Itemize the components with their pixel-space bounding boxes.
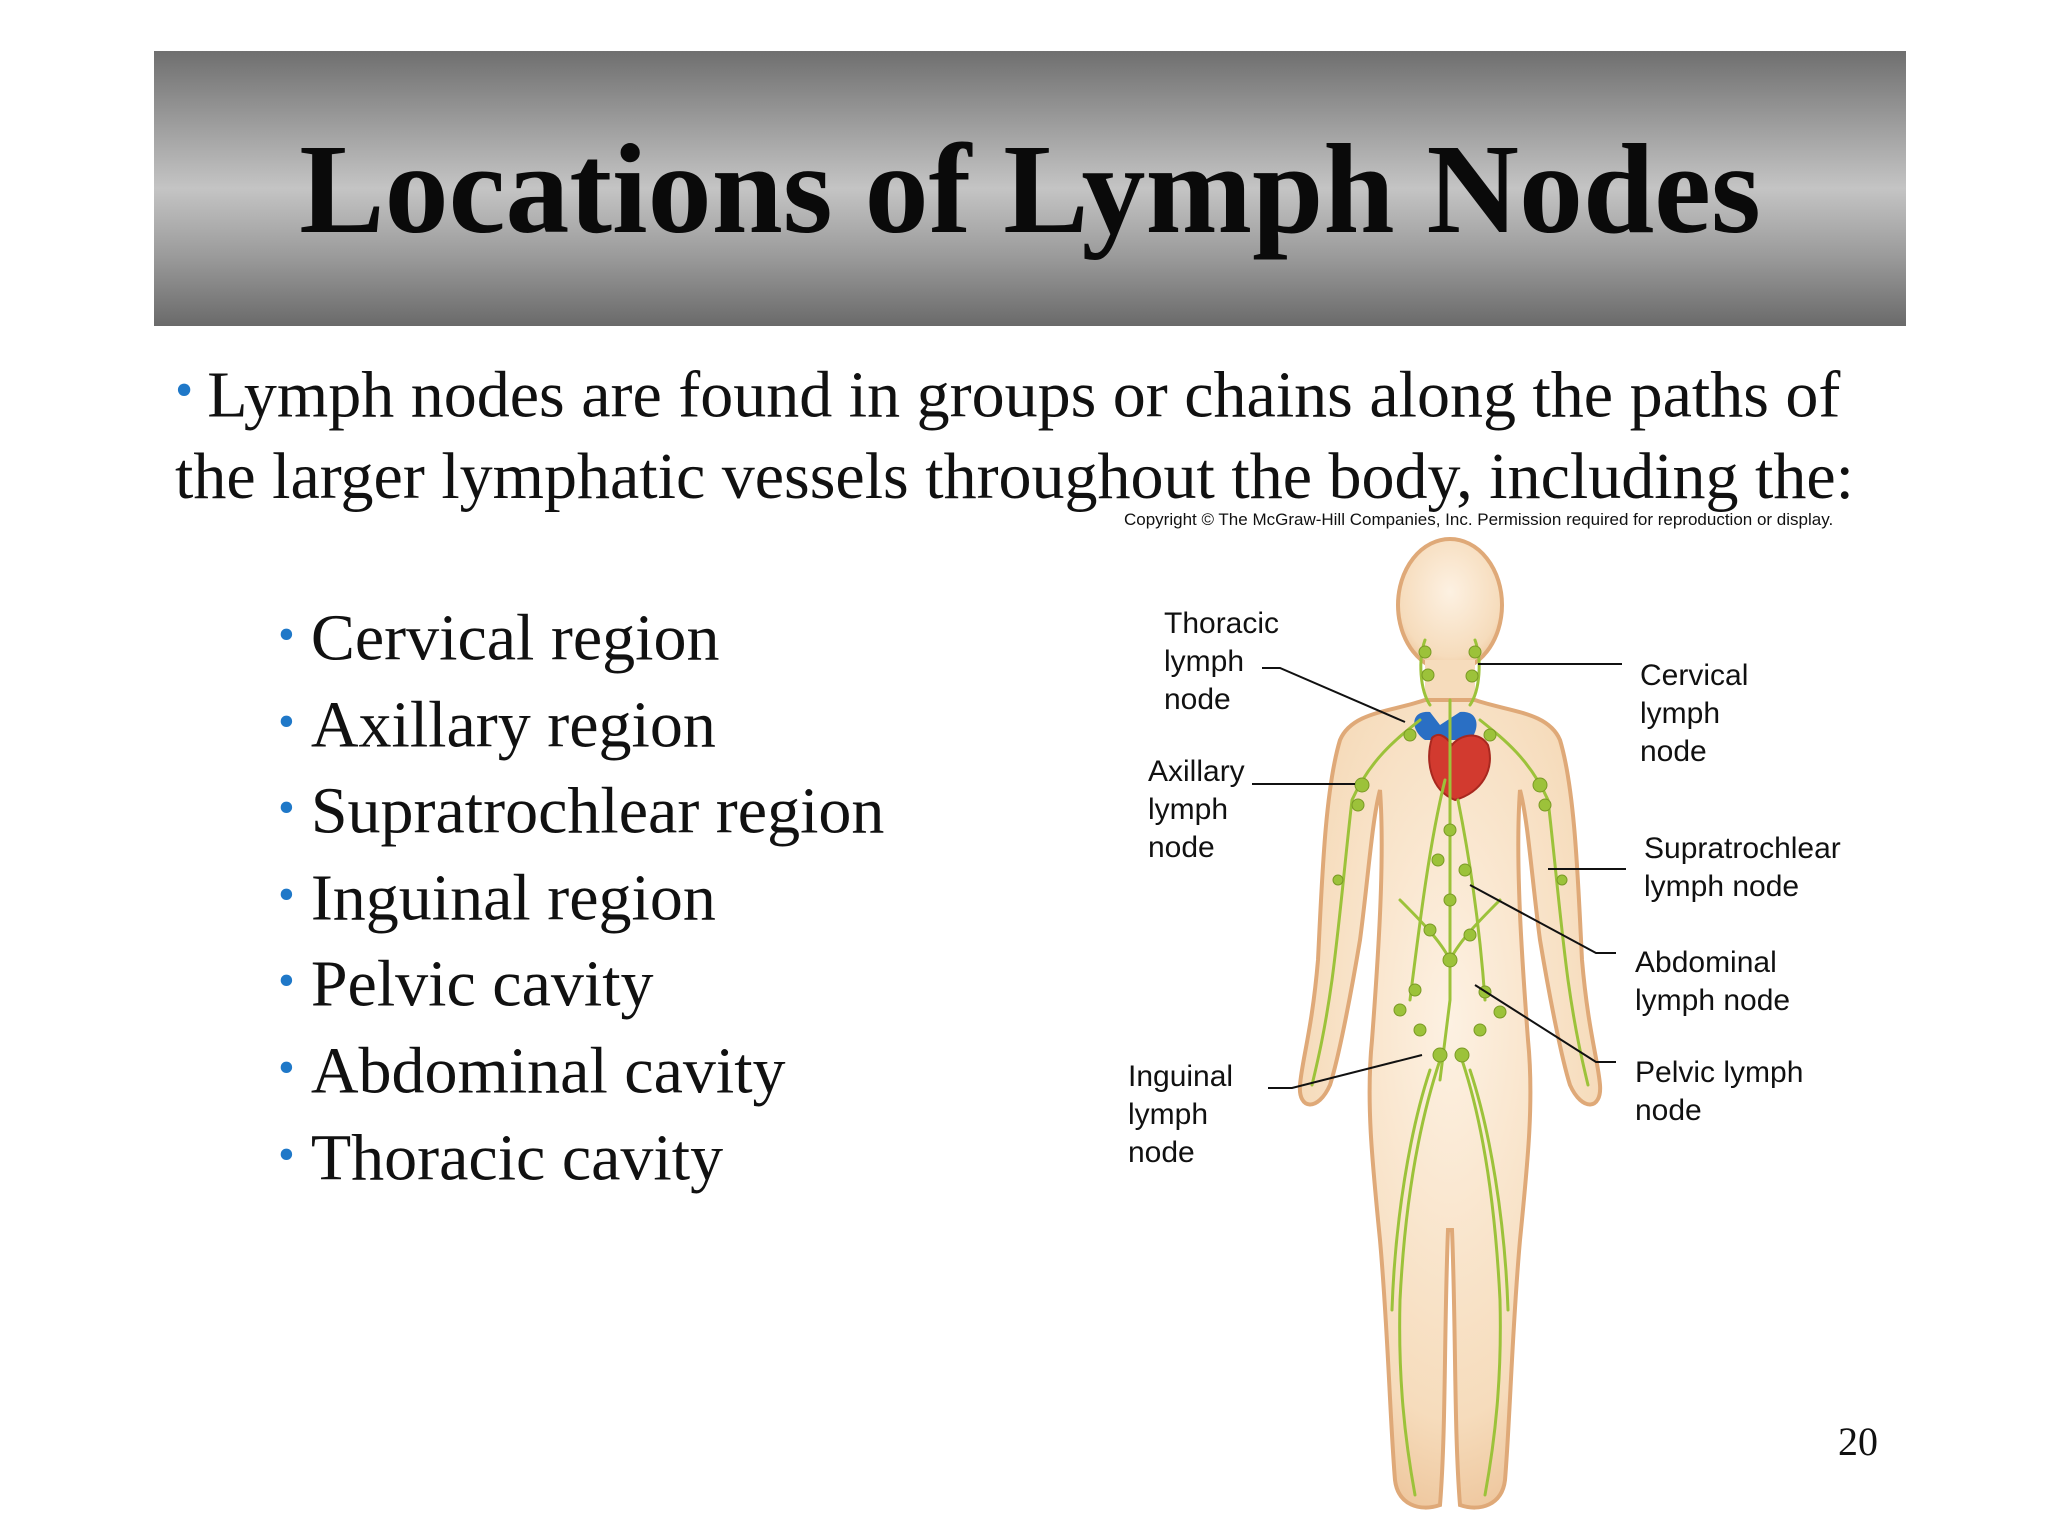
- intro-text: Lymph nodes are found in groups or chain…: [175, 358, 1855, 514]
- bullet-icon: •: [278, 1040, 295, 1094]
- label-supratrochlear-lymph-node: Supratrochlear lymph node: [1644, 832, 1841, 903]
- bullet-icon: •: [278, 694, 295, 748]
- list-item: •Thoracic cavity: [278, 1121, 724, 1195]
- label-abdominal-lymph-node: Abdominal lymph node: [1635, 946, 1791, 1017]
- bullet-icon: •: [278, 867, 295, 921]
- label-cervical-lymph-node: Cervical lymph node: [1640, 659, 1749, 768]
- bullet-icon: •: [278, 608, 295, 661]
- region-list: •Cervical region •Axillary region •Supra…: [278, 593, 884, 1199]
- label-pelvic-lymph-node: Pelvic lymph node: [1635, 1056, 1804, 1127]
- bullet-icon: •: [278, 954, 295, 1008]
- list-item: •Supratrochlear region: [278, 774, 885, 848]
- bullet-icon: •: [175, 362, 194, 419]
- list-item: •Abdominal cavity: [278, 1034, 786, 1108]
- lymph-nodes: [1332, 645, 1568, 1063]
- copyright-notice: Copyright © The McGraw-Hill Companies, I…: [1124, 510, 1834, 529]
- list-item: •Cervical region: [278, 601, 720, 675]
- list-item: •Axillary region: [278, 688, 716, 762]
- label-axillary-lymph-node: Axillary lymph node: [1148, 755, 1245, 864]
- label-thoracic-lymph-node: Thoracic lymph node: [1164, 607, 1280, 716]
- title-bar: Locations of Lymph Nodes: [154, 51, 1906, 326]
- bullet-icon: •: [278, 781, 295, 835]
- label-inguinal-lymph-node: Inguinal lymph node: [1128, 1060, 1234, 1169]
- bullet-icon: •: [278, 1127, 295, 1181]
- intro-paragraph: •Lymph nodes are found in groups or chai…: [175, 350, 1915, 518]
- slide-title: Locations of Lymph Nodes: [299, 117, 1761, 260]
- body-silhouette: [1297, 537, 1603, 1510]
- leader-lines: [1252, 663, 1626, 1089]
- list-item: •Pelvic cavity: [278, 947, 654, 1021]
- list-item: •Inguinal region: [278, 861, 716, 935]
- page-number: 20: [1838, 1419, 1878, 1464]
